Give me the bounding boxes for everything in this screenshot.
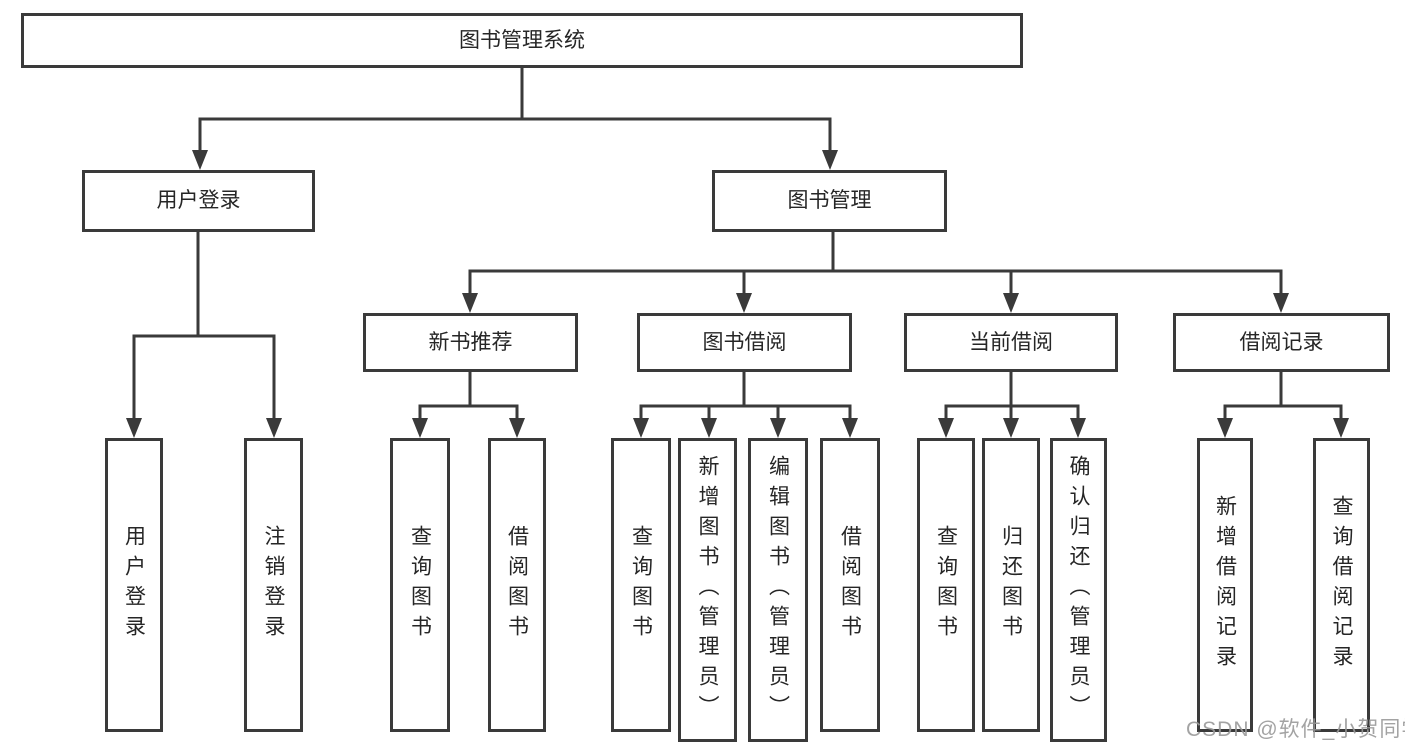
leaf-newrec-query-books-label: 查询图书 xyxy=(408,525,432,645)
leaf-user-login: 用户登录 xyxy=(105,438,163,732)
leaf-newrec-borrow-books-label: 借阅图书 xyxy=(505,525,529,645)
node-borrow-records: 借阅记录 xyxy=(1173,313,1390,372)
leaf-cb-return-books: 归还图书 xyxy=(982,438,1040,732)
leaf-br-add-record: 新增借阅记录 xyxy=(1197,438,1253,732)
leaf-logout: 注销登录 xyxy=(244,438,303,732)
leaf-user-login-label: 用户登录 xyxy=(122,525,146,645)
node-current-borrow: 当前借阅 xyxy=(904,313,1118,372)
leaf-bb-borrow-books: 借阅图书 xyxy=(820,438,880,732)
leaf-newrec-query-books: 查询图书 xyxy=(390,438,450,732)
node-root-system: 图书管理系统 xyxy=(21,13,1023,68)
leaf-br-add-record-label: 新增借阅记录 xyxy=(1213,495,1237,675)
node-user-login: 用户登录 xyxy=(82,170,315,232)
node-new-book-recommend: 新书推荐 xyxy=(363,313,578,372)
leaf-cb-return-books-label: 归还图书 xyxy=(999,525,1023,645)
leaf-newrec-borrow-books: 借阅图书 xyxy=(488,438,546,732)
leaf-cb-confirm-return-admin-label: 确认归还（管理员） xyxy=(1067,455,1090,725)
node-book-borrow: 图书借阅 xyxy=(637,313,852,372)
leaf-bb-borrow-books-label: 借阅图书 xyxy=(838,525,862,645)
leaf-bb-edit-books-admin-label: 编辑图书（管理员） xyxy=(766,455,790,725)
leaf-bb-edit-books-admin: 编辑图书（管理员） xyxy=(748,438,808,742)
leaf-cb-query-books: 查询图书 xyxy=(917,438,975,732)
leaf-bb-add-books-admin-label: 新增图书（管理员） xyxy=(696,455,719,725)
leaf-logout-label: 注销登录 xyxy=(262,525,285,645)
leaf-cb-query-books-label: 查询图书 xyxy=(934,525,958,645)
leaf-bb-query-books-label: 查询图书 xyxy=(629,525,653,645)
leaf-br-query-record: 查询借阅记录 xyxy=(1313,438,1370,732)
leaf-br-query-record-label: 查询借阅记录 xyxy=(1330,495,1353,675)
leaf-bb-query-books: 查询图书 xyxy=(611,438,671,732)
leaf-bb-add-books-admin: 新增图书（管理员） xyxy=(678,438,737,742)
leaf-cb-confirm-return-admin: 确认归还（管理员） xyxy=(1050,438,1107,742)
csdn-watermark: CSDN @软件_小贺同学 xyxy=(1186,718,1405,741)
node-book-management: 图书管理 xyxy=(712,170,947,232)
